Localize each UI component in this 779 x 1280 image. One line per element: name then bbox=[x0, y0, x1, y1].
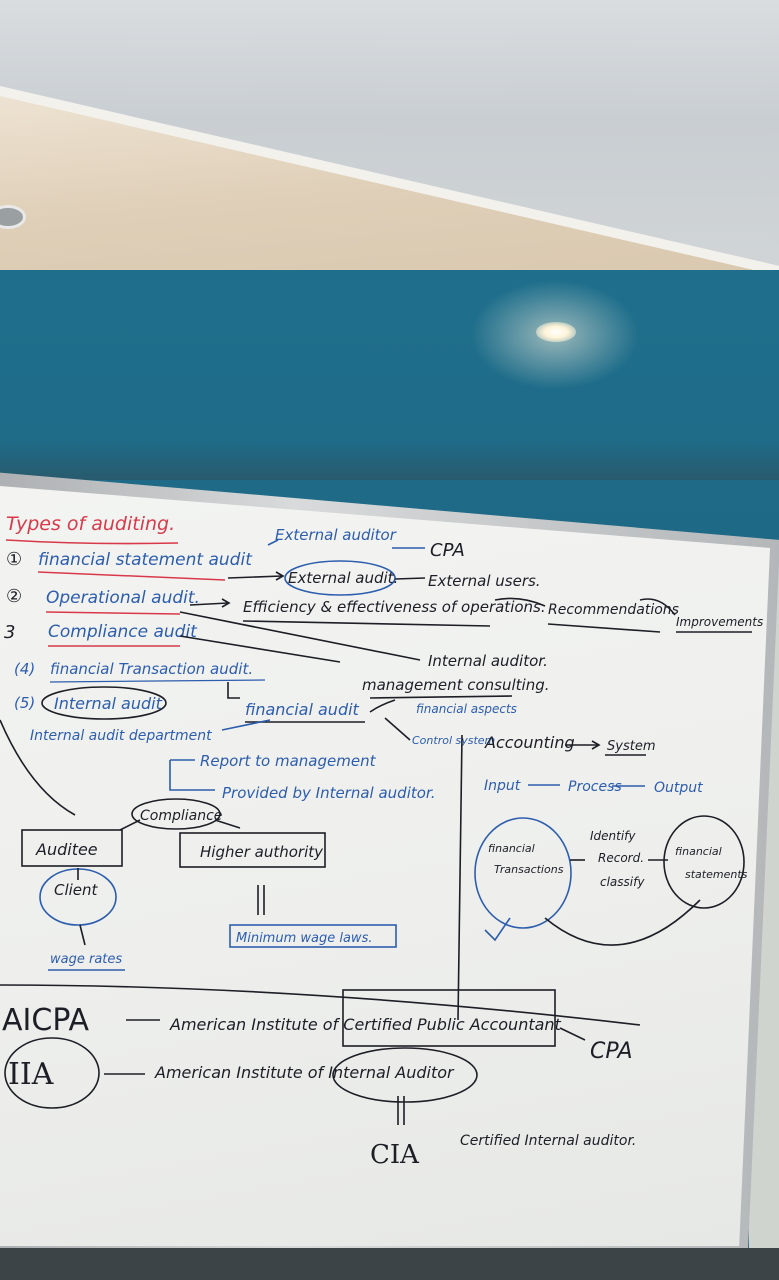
note-internal-audit-dept: Internal audit department bbox=[30, 728, 212, 744]
underline-2 bbox=[45, 611, 181, 615]
note-report-mgmt: Report to management bbox=[200, 752, 377, 770]
note-input: Input bbox=[484, 778, 521, 794]
list-item-3: Compliance audit bbox=[48, 622, 198, 642]
certified-public-box bbox=[342, 989, 556, 1047]
note-auditee: Auditee bbox=[35, 840, 98, 859]
note-accounting: Accounting bbox=[484, 733, 575, 752]
note-fin-trans-1: financial bbox=[488, 842, 535, 855]
note-management-consulting: management consulting. bbox=[362, 676, 550, 694]
consulting-underline bbox=[369, 695, 513, 699]
list-num-5: (5) bbox=[14, 694, 35, 712]
note-fin-trans-2: Transactions bbox=[494, 863, 564, 876]
bottom-cia-full: Certified Internal auditor. bbox=[460, 1133, 636, 1149]
note-external-users: External users. bbox=[428, 572, 541, 590]
note-efficiency: Efficiency & effectiveness of operations… bbox=[243, 598, 546, 616]
list-item-1: financial statement audit bbox=[38, 550, 253, 570]
bottom-iia: IIA bbox=[8, 1057, 54, 1092]
fin-stmt-circle bbox=[663, 815, 745, 909]
min-wage-box bbox=[229, 924, 397, 948]
connector-arrows bbox=[0, 571, 701, 1026]
compliance-circle bbox=[131, 798, 221, 830]
note-identify-1: Identify bbox=[590, 829, 636, 843]
cia-implies bbox=[397, 1096, 405, 1125]
cpa-arrow bbox=[559, 1027, 586, 1041]
note-min-wage: Minimum wage laws. bbox=[236, 931, 372, 946]
note-financial-audit: financial audit bbox=[245, 700, 360, 719]
underline-4 bbox=[49, 679, 266, 683]
note-control-system: Control system bbox=[412, 734, 495, 747]
note-internal-auditor: Internal auditor. bbox=[428, 652, 548, 670]
note-external-audit: External audit. bbox=[288, 569, 398, 587]
external-audit-circle bbox=[284, 560, 396, 596]
bottom-cia: CIA bbox=[370, 1140, 420, 1170]
note-cpa-top: CPA bbox=[430, 540, 465, 561]
internal-audit-circle bbox=[41, 686, 167, 720]
recommendations-underline bbox=[547, 623, 661, 633]
board-shadow bbox=[0, 440, 779, 480]
ceiling-lamp bbox=[536, 322, 576, 342]
efficiency-underline bbox=[242, 620, 491, 627]
note-process: Process bbox=[568, 779, 622, 795]
internal-auditor-cloud bbox=[332, 1047, 478, 1103]
bottom-cpa: CPA bbox=[590, 1039, 633, 1064]
title-underline bbox=[5, 539, 179, 545]
note-output: Output bbox=[654, 780, 703, 796]
note-identify-3: classify bbox=[600, 875, 645, 889]
note-client: Client bbox=[54, 881, 99, 899]
note-identify-2: Record. bbox=[598, 851, 644, 865]
note-external-auditor: External auditor bbox=[275, 526, 397, 544]
note-financial-aspects: financial aspects bbox=[416, 702, 517, 716]
note-system: System bbox=[607, 739, 655, 754]
list-num-2: ② bbox=[6, 586, 22, 607]
iia-circle bbox=[4, 1037, 100, 1109]
blue-arrows bbox=[169, 539, 645, 942]
underline-1 bbox=[37, 571, 226, 581]
note-compliance: Compliance bbox=[140, 808, 222, 824]
list-num-3: 3 bbox=[4, 622, 15, 643]
note-fin-stmt-1: financial bbox=[675, 845, 722, 858]
note-recommendations: Recommendations bbox=[548, 602, 679, 618]
fin-trans-circle bbox=[474, 817, 572, 929]
higher-authority-box bbox=[179, 832, 326, 868]
note-fin-stmt-2: statements bbox=[685, 868, 748, 881]
list-item-5: Internal audit bbox=[54, 694, 163, 713]
list-num-1: ① bbox=[6, 549, 22, 570]
note-wage-rates: wage rates bbox=[50, 952, 122, 967]
bottom-iia-full: American Institute of Internal Auditor bbox=[154, 1063, 455, 1082]
auditee-box bbox=[21, 829, 123, 867]
board-title: Types of auditing. bbox=[6, 513, 175, 535]
note-improvements: Improvements bbox=[676, 615, 763, 629]
bottom-aicpa: AICPA bbox=[2, 1003, 89, 1038]
bottom-aicpa-full: American Institute of Certified Public A… bbox=[169, 1015, 562, 1034]
list-item-4: financial Transaction audit. bbox=[50, 660, 253, 678]
note-provided-by: Provided by Internal auditor. bbox=[222, 784, 436, 802]
board-tray bbox=[0, 1248, 779, 1280]
list-num-4: (4) bbox=[14, 660, 35, 678]
list-item-2: Operational audit. bbox=[46, 588, 200, 608]
note-higher-authority: Higher authority bbox=[200, 843, 324, 861]
